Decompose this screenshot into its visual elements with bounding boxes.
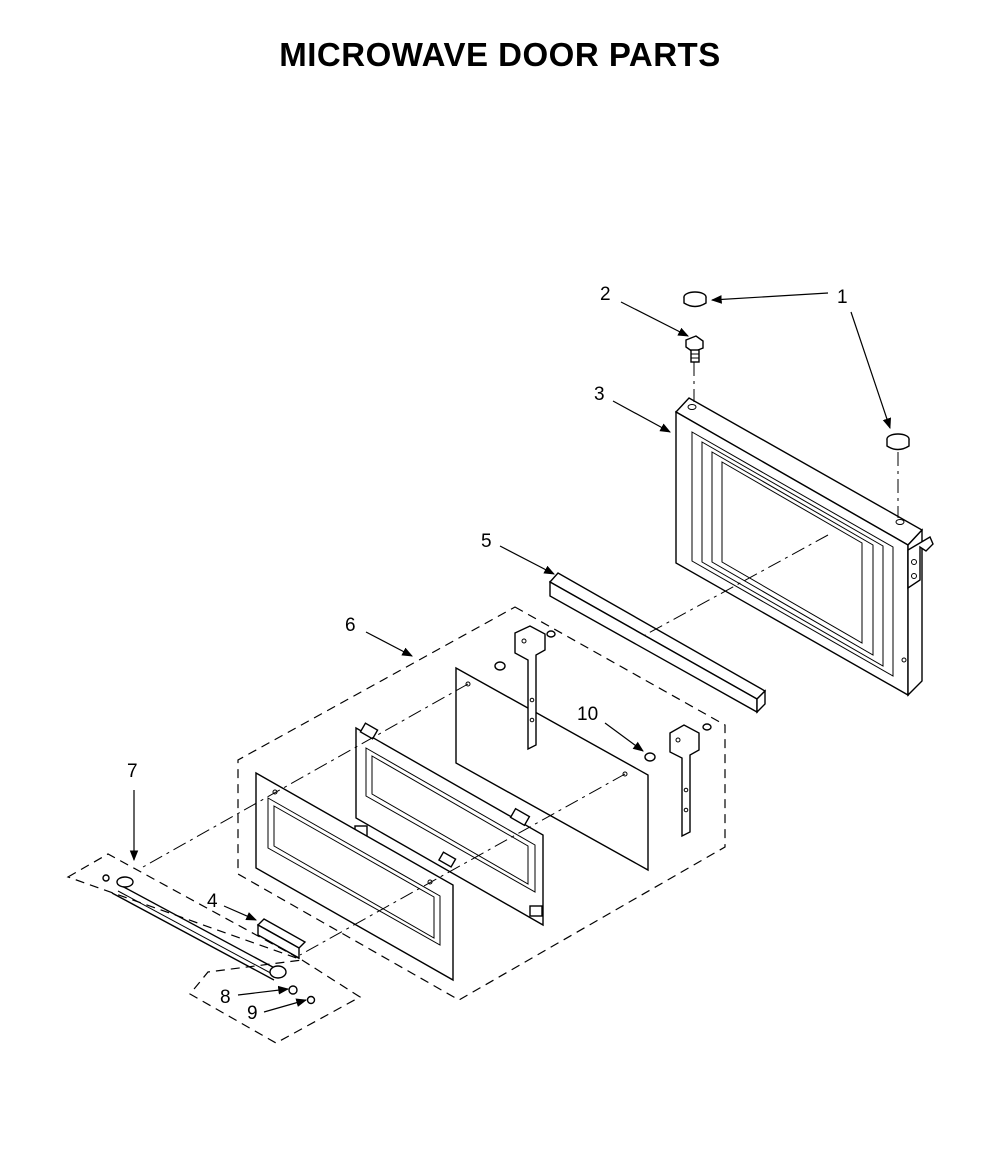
door-centerline-lower: [299, 773, 626, 956]
callout-3: 3: [594, 384, 605, 405]
outer-door-panel-part: [255, 771, 454, 982]
callout-5: 5: [481, 531, 492, 552]
callout-6: 6: [345, 615, 356, 636]
callout-2: 2: [600, 284, 611, 305]
diagram-title: MICROWAVE DOOR PARTS: [279, 36, 721, 73]
right-hinge-bracket-part: [644, 723, 712, 838]
cap-part-right: [886, 433, 910, 451]
handle-assembly-boundary: [66, 853, 362, 1044]
callout-1: 1: [837, 287, 848, 308]
cap-part-top: [683, 291, 707, 308]
left-hinge-bracket-part: [494, 625, 556, 751]
handle-insert-part: [256, 918, 307, 960]
handle-part: [102, 874, 287, 981]
callout-9: 9: [247, 1003, 258, 1024]
choke-bar-part: [548, 572, 767, 714]
bar-centerline: [644, 534, 829, 636]
door-frame-part: [674, 397, 934, 697]
callout-10: 10: [577, 704, 598, 725]
door-assembly-boundary: [237, 606, 726, 1001]
leader-arrows: [129, 292, 891, 1013]
door-centerline-upper: [142, 683, 469, 868]
screw-part: [685, 335, 704, 363]
callout-8: 8: [220, 987, 231, 1008]
callout-4: 4: [207, 891, 218, 912]
glass-panel-part: [455, 666, 649, 872]
callout-7: 7: [127, 761, 138, 782]
